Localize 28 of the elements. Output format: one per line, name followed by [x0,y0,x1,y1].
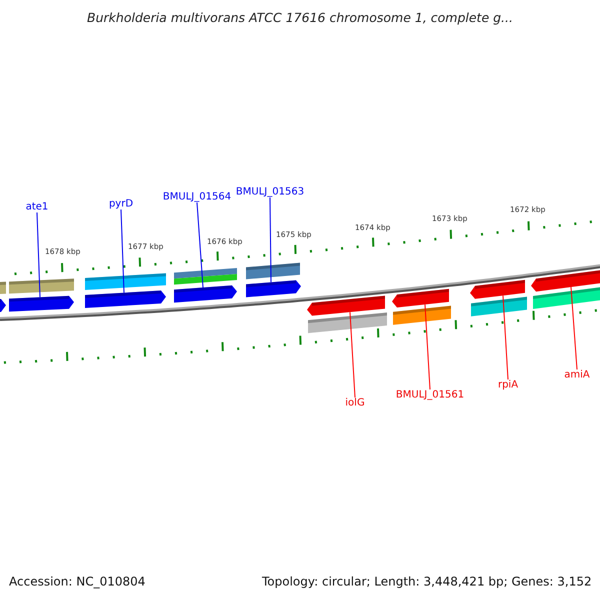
gene-label: BMULJ_01564 [162,192,232,202]
gene-label: ate1 [26,202,48,212]
gene-feature [85,290,166,308]
gene-feature [9,296,74,312]
gene-feature [174,285,237,303]
gene-label: BMULJ_01563 [236,186,304,198]
gene-label: BMULJ_01561 [396,390,464,400]
leader-line [36,212,40,298]
gene-feature [531,270,600,292]
gene-feature [470,280,525,299]
accession-text: Accession: NC_010804 [9,575,146,589]
leader-line [502,295,508,380]
leader-line [570,286,578,370]
summary-text: Topology: circular; Length: 3,448,421 bp; Genes: 3,152 [262,575,592,589]
gene-feature [246,280,301,298]
gene-feature [0,299,6,312]
gene-feature [392,288,449,308]
leader-line [196,202,204,288]
gene-label: iolG [345,398,365,408]
leader-line [350,312,356,398]
leader-line [424,304,430,390]
gene-label: rpiA [498,380,518,390]
leader-line [270,197,272,283]
gene-feature [307,296,385,316]
leader-line [120,209,124,294]
gene-label: amiA [564,370,590,380]
diagram-title: Burkholderia multivorans ATCC 17616 chromosome 1, complete g... [87,11,513,25]
gene-label: pyrD [108,198,134,210]
